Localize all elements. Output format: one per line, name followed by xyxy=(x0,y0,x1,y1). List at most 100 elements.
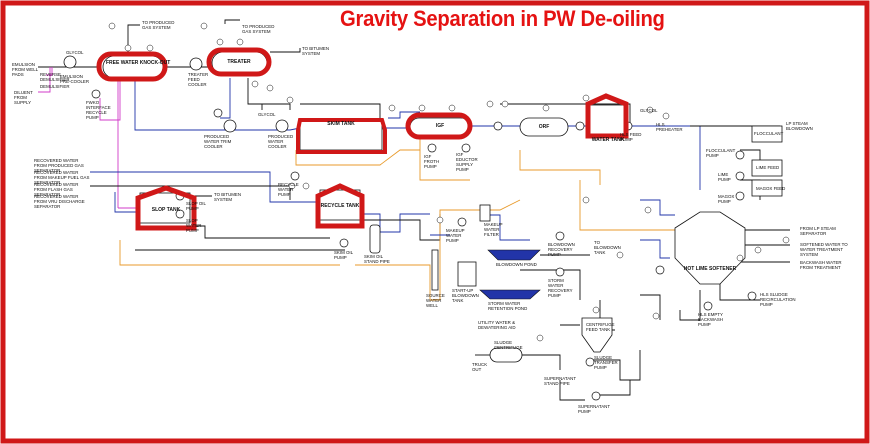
mgo-pump-label: MAGOX PUMP xyxy=(718,194,735,204)
pump-icon xyxy=(213,108,223,118)
fwko-pump-label: FWKO INTERFACE RECYCLE PUMP xyxy=(86,100,111,120)
blowdown-pump-label: BLOWDOWN RECOVERY PUMP xyxy=(548,242,575,257)
sludge-transfer-label: SLUDGE TRANSFER PUMP xyxy=(594,355,618,370)
emulsion-cooler-label: EMULSION PRE-COOLER xyxy=(60,74,90,84)
source-well xyxy=(431,249,439,291)
skim-tank-highlight xyxy=(296,118,387,154)
orf-label: ORF xyxy=(538,124,550,130)
makeup-pump-icon xyxy=(457,217,467,227)
hls-preheater-label: HLS PREHEATER xyxy=(656,122,683,132)
recycle-tank-highlight xyxy=(315,183,365,229)
recovered-water-label: RECOVERED WATER FROM VRU DISCHARGE SEPAR… xyxy=(34,194,85,209)
sludge-transfer-pump-icon xyxy=(585,357,595,367)
lime-pump-label: LIME PUMP xyxy=(718,172,731,182)
free-water-label: FREE WATER KNOCK-OUT xyxy=(106,60,171,66)
blowdown-pond xyxy=(487,249,541,261)
source-well-label: SOURCE WATER WELL xyxy=(426,293,445,308)
flocculant-tank xyxy=(751,125,783,143)
centrifuge-label: SLUDGE CENTRIFUGE xyxy=(494,340,523,350)
storm-pond-label: STORM WATER RETENTION POND xyxy=(488,301,528,311)
pump-icon xyxy=(575,121,585,131)
storm-pump-icon xyxy=(555,267,565,277)
recycle-water-pump-icon xyxy=(290,171,300,181)
utility-water-label: UTILITY WATER & DEWATERING AID xyxy=(478,320,516,330)
skim-stand-pipe xyxy=(369,224,381,254)
truck-out-label: TRUCK OUT xyxy=(472,362,488,372)
produced-gas-label: TO PRODUCED GAS SYSTEM xyxy=(142,20,175,30)
treater-highlight xyxy=(206,47,272,77)
slop-water-pump-icon xyxy=(175,209,185,219)
glycol-label: GLYCOL xyxy=(640,108,658,113)
from-lp-label: FROM LP STEAM SEPARATOR xyxy=(800,226,836,236)
pw-trim-label: PRODUCED WATER TRIM COOLER xyxy=(204,134,232,149)
pw-cooler-icon xyxy=(275,119,289,133)
makeup-filter xyxy=(479,204,491,222)
slop-water-pump-label: SLOP WATER PUMP xyxy=(186,218,202,233)
fwko-pump-icon xyxy=(91,89,101,99)
mgo-pump-icon xyxy=(735,191,745,201)
lime-feed-label: LIME FEED xyxy=(756,165,780,170)
igf-froth-pump-icon xyxy=(427,143,437,153)
storm-pump-label: STORM WATER RECOVERY PUMP xyxy=(548,278,573,298)
hls-empty-pump-icon xyxy=(703,301,713,311)
centrifuge-tank xyxy=(581,317,613,353)
makeup-filter-label: MAKEUP WATER FILTER xyxy=(484,222,503,237)
diluent-label: DILUENT FROM SUPPLY xyxy=(14,90,33,105)
floc-pump-label: FLOCCULANT PUMP xyxy=(706,148,736,158)
slop-oil-pump-label: SLOP OIL PUMP xyxy=(186,201,206,211)
startup-tank-label: START-UP BLOWDOWN TANK xyxy=(452,288,479,303)
water-tank-box xyxy=(589,104,627,136)
skim-tank-label: SKIM TANK xyxy=(327,121,355,127)
blowdown-pump-icon xyxy=(555,231,565,241)
diagram-title: Gravity Separation in PW De-oiling xyxy=(340,6,665,31)
storm-pond xyxy=(479,289,541,300)
igf-label: IGF xyxy=(435,123,445,129)
pw-trim-cooler-icon xyxy=(223,119,237,133)
hls-feed-label: HLS FEED PUMP xyxy=(620,132,642,142)
treater-cooler-label: TREATER FEED COOLER xyxy=(188,72,209,87)
water-tank-highlight xyxy=(585,93,629,139)
backwash-label: BACKWASH WATER FROM TREATMENT xyxy=(800,260,842,270)
glycol-label: GLYCOL xyxy=(258,112,276,117)
makeup-pump-label: MAKEUP WATER PUMP xyxy=(446,228,465,243)
instruments xyxy=(108,22,790,342)
pump-icon xyxy=(493,121,503,131)
recovered-water-label: RECOVERED WATER FROM FLASH GAS SEPARATOR xyxy=(34,182,79,197)
lime-pump-icon xyxy=(735,171,745,181)
glycol-label: GLYCOL xyxy=(66,50,84,55)
lime-feed-tank xyxy=(751,159,783,177)
treater-cooler-icon xyxy=(189,57,203,71)
recycle-tank-label: RECYCLE TANK xyxy=(320,203,360,209)
reverse-demul-label: REVERSE DEMULSIFIER xyxy=(40,72,70,82)
skim-oil-pump-label: SKIM OIL PUMP xyxy=(334,250,353,260)
slop-tank-highlight xyxy=(135,185,197,231)
sludge-pump-label: HLS SLUDGE RECIRCULATION PUMP xyxy=(760,292,796,307)
bitumen-label: TO BITUMEN SYSTEM xyxy=(214,192,241,202)
pump-icon xyxy=(655,265,665,275)
water-tank-label: WATER TANK xyxy=(591,137,625,143)
igf-froth-label: IGF FROTH PUMP xyxy=(424,154,440,169)
supernatant-pump-label: SUPERNATANT PUMP xyxy=(578,404,610,414)
supernatant-pipe-label: SUPERNATANT STAND PIPE xyxy=(544,376,576,386)
ponds xyxy=(479,249,541,300)
centrifuge xyxy=(489,347,523,363)
sludge-pump-icon xyxy=(747,291,757,301)
mgo-feed-label: MAGOX FEED xyxy=(756,186,786,191)
lp-steam-label: LP STEAM BLOWDOWN xyxy=(786,121,813,131)
hls-vessel xyxy=(674,211,746,285)
hls-empty-label: HLS EMPTY BACKWASH PUMP xyxy=(698,312,723,327)
treater-label: TREATER xyxy=(227,59,251,65)
slop-tank-label: SLOP TANK xyxy=(151,207,181,213)
softened-water-label: SOFTENED WATER TO WATER TREATMENT SYSTEM xyxy=(800,242,848,257)
mgo-feed-tank xyxy=(751,179,783,197)
recycle-water-pump-label: RECYCLE WATER PUMP xyxy=(278,182,299,197)
skim-stand-pipe-label: SKIM OIL STAND PIPE xyxy=(364,254,390,264)
skim-oil-pump-icon xyxy=(339,238,349,248)
emulsion-cooler-icon xyxy=(63,55,77,69)
recovered-water-label: RECOVERED WATER FROM MAKEUP FUEL GAS SEP… xyxy=(34,170,90,185)
igf-eductor-label: IGF EDUCTOR SUPPLY PUMP xyxy=(456,152,478,172)
produced-gas-label: TO PRODUCED GAS SYSTEM xyxy=(242,24,275,34)
